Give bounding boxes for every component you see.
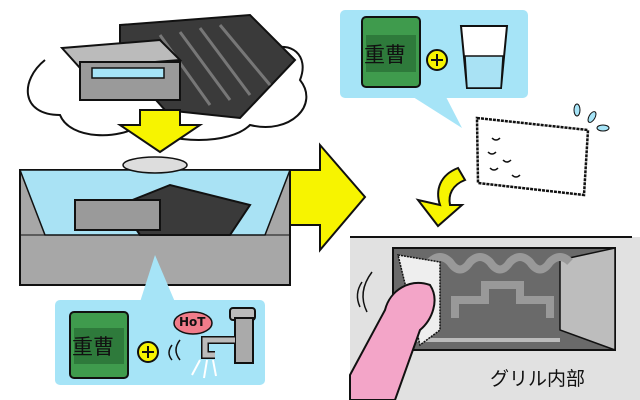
baking-soda-label: 重曹 [72,335,114,359]
glove-hand-icon [349,254,441,400]
plus-icon [137,341,159,363]
faucet-icon [168,307,256,379]
right-arrow-icon [289,142,367,253]
curved-arrow-icon [415,166,467,228]
water-glass-icon [459,25,509,89]
cloth-icon [475,103,610,197]
hot-label: HoT [179,315,206,329]
baking-soda-bag-icon [69,311,129,379]
callout-cloth-mix [340,10,528,128]
baking-soda-bag-icon [361,16,421,88]
plus-icon [426,49,448,71]
callout-soak-mix [55,255,265,385]
down-arrow-icon [116,109,204,154]
grill-interior-label: グリル内部 [490,368,586,390]
grill-pan-icon [59,13,297,120]
cloud-icon [26,45,308,141]
baking-soda-label-top: 重曹 [364,43,406,67]
hot-bubble [173,311,213,335]
